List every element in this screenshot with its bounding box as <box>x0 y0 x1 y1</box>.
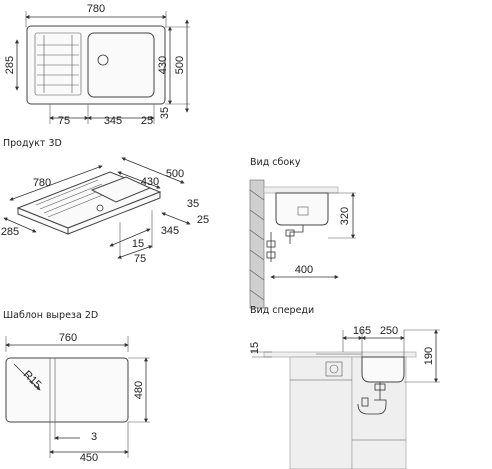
iso-dim-345: 345 <box>161 225 179 237</box>
dim-depth-285: 285 <box>4 56 16 74</box>
bowl-front <box>361 356 405 383</box>
dim-75: 75 <box>58 115 70 127</box>
siphon-front <box>357 382 387 415</box>
iso-dim-430: 430 <box>141 176 159 188</box>
dim-depth-500: 500 <box>174 56 186 74</box>
cutout-dim-450: 450 <box>80 452 98 464</box>
side-view: 320 400 <box>249 179 356 309</box>
front-dim-250: 250 <box>380 325 398 337</box>
iso-dim-15: 15 <box>132 238 144 250</box>
dim-35: 35 <box>159 107 171 119</box>
cabinet-left <box>289 356 353 469</box>
bowl-plan <box>87 32 155 98</box>
iso-dim-500: 500 <box>166 168 184 180</box>
cutout-outline <box>5 357 129 423</box>
cutout-template: 760 R15 480 3 450 <box>5 332 150 464</box>
heading-front-view: Вид спереди <box>250 305 314 316</box>
cutout-dim-480: 480 <box>133 381 145 399</box>
iso-dim-780: 780 <box>33 177 51 189</box>
heading-product-3d: Продукт 3D <box>3 138 62 149</box>
bowl-side <box>275 192 329 226</box>
dim-345: 345 <box>104 115 122 127</box>
top-view: 780 285 430 500 75 <box>4 3 190 127</box>
dim-width-780: 780 <box>87 3 105 15</box>
iso-dim-35: 35 <box>187 198 199 210</box>
front-dim-190: 190 <box>423 347 435 365</box>
drain-hole-icon <box>97 54 109 66</box>
front-dim-15: 15 <box>249 342 261 354</box>
drainer-board <box>34 32 82 96</box>
iso-dim-285: 285 <box>1 226 19 238</box>
side-dim-320: 320 <box>339 207 351 225</box>
iso-view: 780 430 500 35 25 285 345 15 75 <box>1 157 209 265</box>
iso-dim-75: 75 <box>134 253 146 265</box>
dim-depth-430: 430 <box>157 56 169 74</box>
dim-25: 25 <box>141 115 153 127</box>
countertop-side <box>263 186 339 194</box>
side-dim-400: 400 <box>295 264 313 276</box>
cutout-dim-3: 3 <box>91 431 97 443</box>
wall-side <box>249 179 265 309</box>
countertop-front <box>263 351 417 358</box>
siphon-side <box>266 225 304 262</box>
front-view: 15 165 250 190 <box>249 325 440 469</box>
heading-side-view: Вид сбоку <box>250 157 301 168</box>
front-dim-165: 165 <box>353 325 371 337</box>
iso-dim-25: 25 <box>197 214 209 226</box>
cutout-dim-760: 760 <box>59 332 77 344</box>
heading-cutout-template: Шаблон выреза 2D <box>3 310 98 321</box>
